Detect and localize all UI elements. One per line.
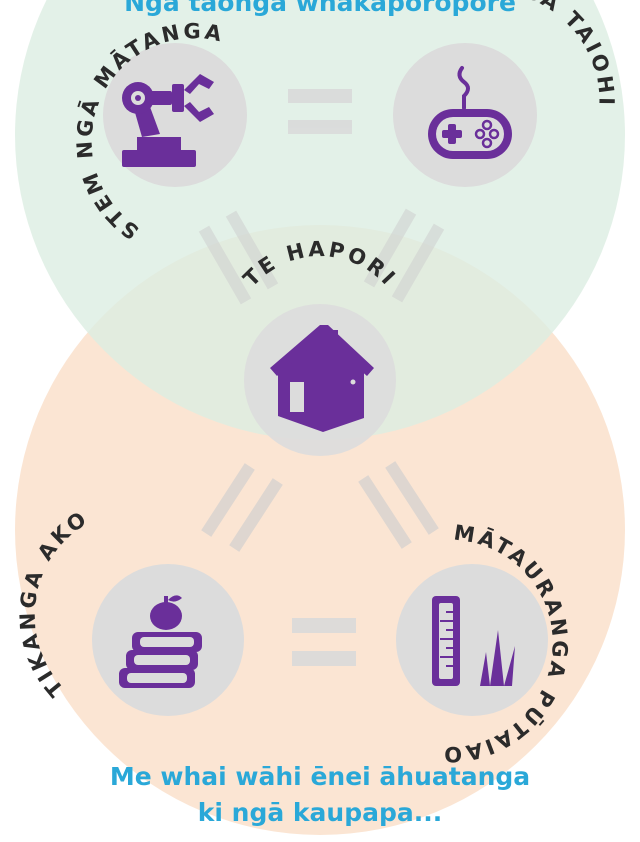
robot-arm-icon: [122, 74, 214, 167]
connector-lower-right: [358, 461, 439, 549]
connector-upper-left: [198, 210, 279, 305]
books-apple-icon: [119, 595, 202, 688]
caption-top: Ngā taonga whakaporopore: [124, 0, 516, 17]
connector-lower-left: [201, 463, 283, 552]
connector-top: [288, 89, 352, 134]
node-science: [396, 564, 548, 716]
caption-bottom-line1: Me whai wāhi ēnei āhuatanga: [109, 762, 531, 791]
game-controller-icon: [428, 66, 512, 159]
ruler-grass-icon: [432, 596, 515, 686]
caption-bottom-line2: ki ngā kaupapa...: [197, 798, 443, 827]
house-icon: [270, 325, 374, 432]
connector-upper-right: [363, 208, 445, 303]
connector-bottom: [292, 618, 356, 666]
